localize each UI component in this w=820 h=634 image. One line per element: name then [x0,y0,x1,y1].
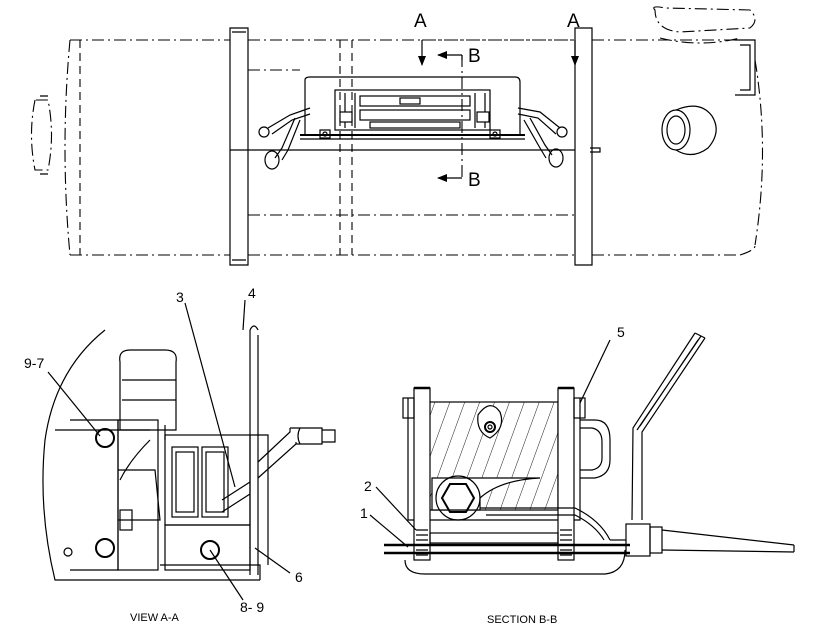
section-bb-leaders [369,339,611,548]
view-aa-illustration [42,325,336,581]
callout-1: 1 [360,505,368,521]
section-cut-lines [418,39,579,182]
section-label-b-top: B [468,46,481,67]
callout-8-9: 8- 9 [240,599,264,615]
section-label-a-right: A [567,11,580,32]
caption-view-aa: VIEW A-A [130,612,180,624]
section-label-b-bottom: B [468,170,481,191]
section-label-a-left: A [414,11,427,32]
callout-9-7: 9-7 [24,355,44,371]
top-view-pump-assembly [258,76,568,170]
callout-4: 4 [248,285,256,301]
callout-3: 3 [176,289,184,305]
callout-6: 6 [295,569,303,585]
caption-section-bb: SECTION B-B [487,614,557,626]
callout-5: 5 [617,324,625,340]
top-view-tank [30,6,764,266]
callout-2: 2 [364,478,372,494]
section-bb-illustration [384,332,795,575]
view-aa-leaders [47,299,291,601]
